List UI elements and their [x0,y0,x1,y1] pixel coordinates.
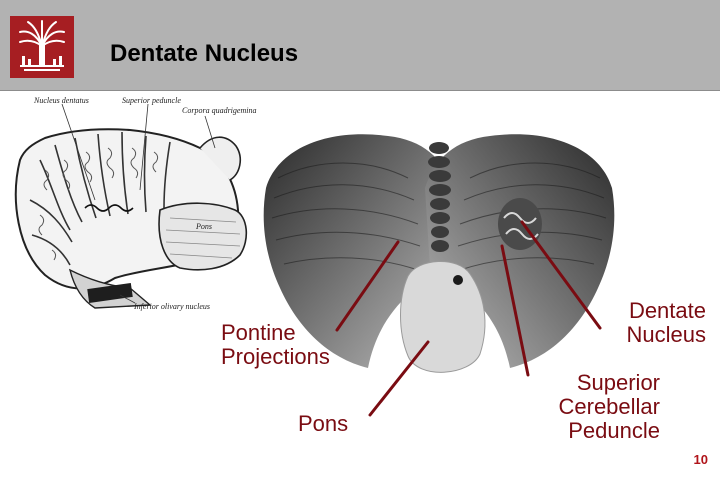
sketch-label-nucleus-dentatus: Nucleus dentatus [34,96,89,105]
slide-header: Dentate Nucleus [0,0,720,90]
sketch-label-pons: Pons [196,222,212,231]
label-pontine-line-2: Projections [221,344,330,369]
label-dentate-line-1: Dentate [628,298,706,323]
slide-title: Dentate Nucleus [110,40,299,67]
header-divider [0,90,720,91]
label-superior-cerebellar-peduncle: Superior Cerebellar Peduncle [559,371,661,443]
label-peduncle-line-3: Peduncle [568,418,660,443]
label-dentate-nucleus: Dentate Nucleus [627,299,706,347]
sketch-label-inferior-olivary-nucleus: Inferior olivary nucleus [134,302,210,311]
label-peduncle-line-2: Cerebellar [558,394,661,419]
label-peduncle-line-1: Superior [576,370,660,395]
page-number: 10 [693,452,708,467]
sketch-label-superior-peduncle: Superior peduncle [122,96,181,105]
label-pontine-projections: Pontine Projections [221,321,330,369]
cerebellum-sagittal-sketch [14,103,248,309]
sketch-label-corpora-quadrigemina: Corpora quadrigemina [182,106,257,115]
label-dentate-line-2: Nucleus [626,322,706,347]
label-pons: Pons [298,411,349,436]
palmetto-tree-icon [10,16,74,78]
label-pontine-line-1: Pontine [221,320,296,345]
